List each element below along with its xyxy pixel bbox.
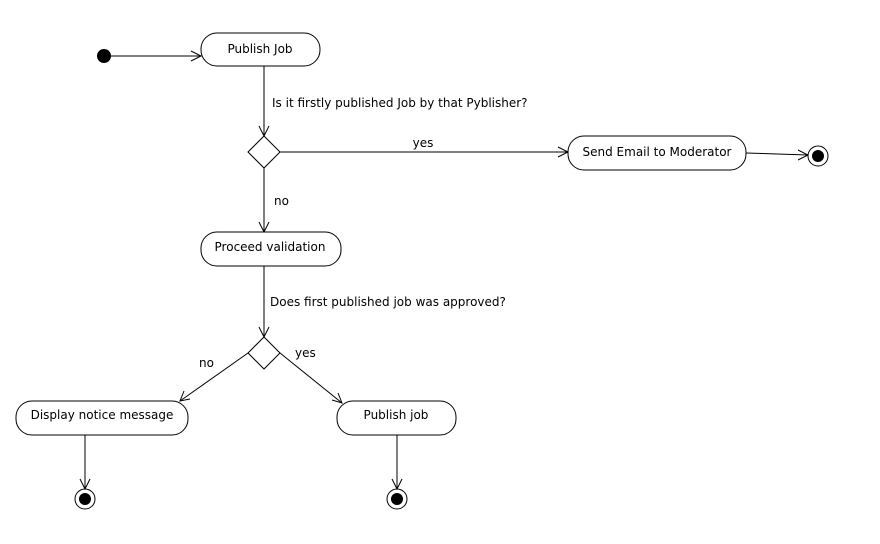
start-node [97,49,111,63]
decision-approved [247,336,281,370]
decision-first-published [247,135,281,169]
end-node-send-email [807,145,829,167]
first-no-label: no [274,194,289,208]
publish-job-final-node: Publish job [336,400,457,436]
approved-yes-label: yes [295,346,316,360]
send-email-label: Send Email to Moderator [583,145,732,159]
publish-job-final-label: Publish job [364,408,429,422]
display-notice-node: Display notice message [15,400,189,436]
publish-job-label: Publish Job [227,42,292,56]
arrowhead [179,390,191,402]
edge-yes-to-publish-job [279,352,343,404]
display-notice-label: Display notice message [31,408,174,422]
first-published-question: Is it firstly published Job by that Pybl… [272,96,528,110]
approved-no-label: no [199,356,214,370]
arrowhead [331,392,343,404]
edge-send-email-to-end [745,152,809,156]
proceed-validation-label: Proceed validation [215,240,326,254]
approved-question: Does first published job was approved? [270,295,506,309]
edge-no-to-display-notice [179,352,249,402]
end-node-display-notice [74,488,96,510]
first-yes-label: yes [413,136,434,150]
arrowhead [190,50,203,62]
send-email-node: Send Email to Moderator [567,135,747,171]
publish-job-node: Publish Job [200,32,321,67]
end-node-publish-job [386,488,408,510]
proceed-validation-node: Proceed validation [200,231,342,267]
